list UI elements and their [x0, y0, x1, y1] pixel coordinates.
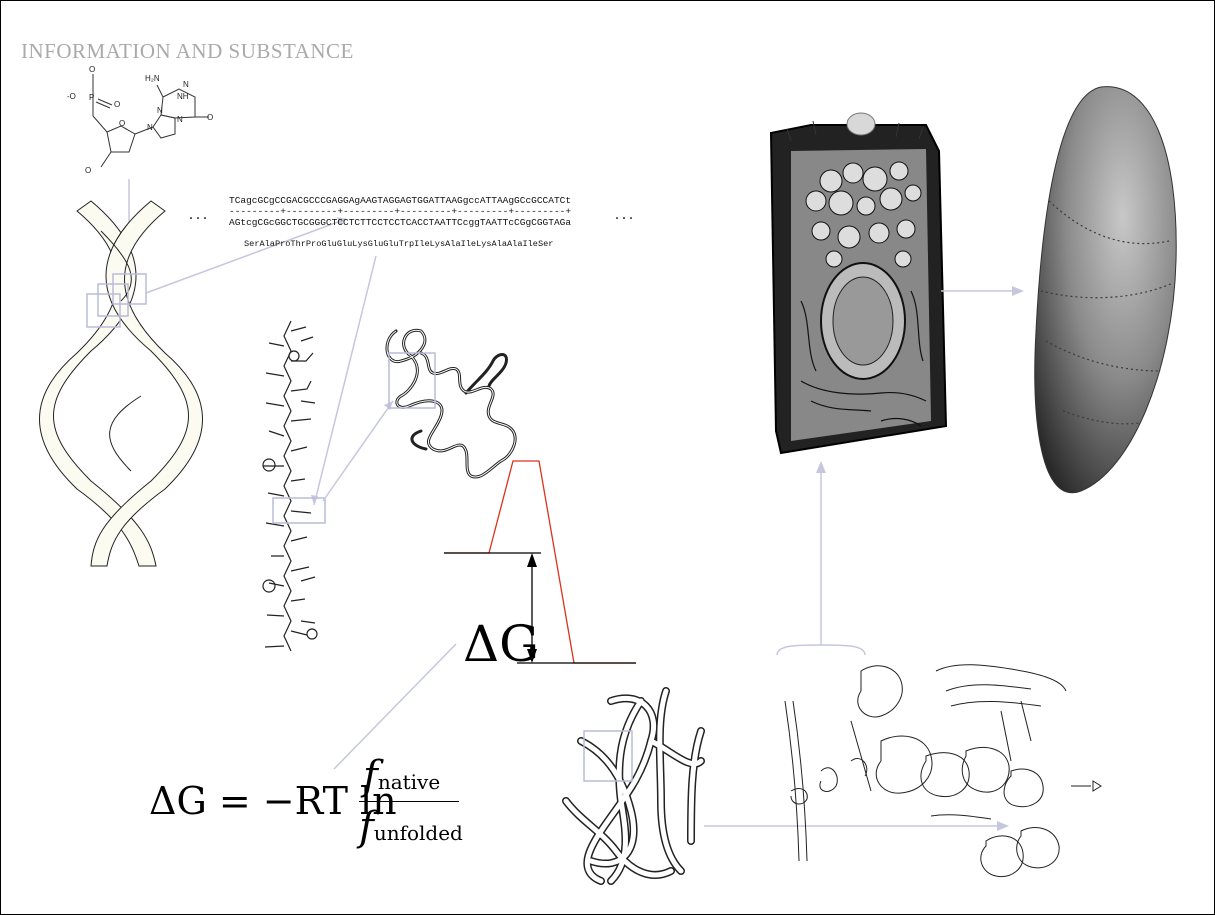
- numerator-subscript: native: [378, 770, 440, 794]
- delta-g-label: ΔG: [463, 615, 539, 673]
- sequence-ellipsis-left: ...: [189, 206, 210, 224]
- h2n-label: H₂N: [145, 74, 160, 83]
- protein-sequence: SerAlaProThrProGluGluLysGluGluTrpIleLysA…: [244, 239, 553, 249]
- o-ring-label: O: [119, 119, 125, 128]
- arrowhead-ribosome: [997, 821, 1009, 831]
- sequence-ruler: ---------+---------+---------+---------+…: [229, 206, 571, 217]
- dna-helix: [40, 201, 203, 566]
- n-label-2: N: [147, 123, 153, 132]
- n-label-3: N: [177, 115, 183, 124]
- nucleotide-structure: [93, 74, 209, 167]
- cell-cutaway: [771, 113, 946, 453]
- connector-peptide-coil: [323, 401, 393, 501]
- n-label-4: N: [157, 106, 163, 115]
- nucleotide-labels: O -O P O O O H₂N NH N N N N O: [67, 65, 213, 175]
- sequence-bottom-strand: AGtcgCGcGGCTGCGGGCTCCTCTTCCTCCTCACCTAATT…: [229, 217, 571, 228]
- numerator-f: f: [363, 753, 378, 799]
- connector-equation-energy: [334, 644, 456, 769]
- o-bottom-label: O: [85, 166, 91, 175]
- arrowhead-peptide: [311, 495, 318, 505]
- free-energy-equation: ΔG = −RT ln fnative funfolded: [149, 779, 397, 823]
- arrowhead-cell: [816, 461, 826, 473]
- connector-helix-sequence: [146, 219, 346, 293]
- peptide-highlight-box: [273, 498, 325, 523]
- o-keto-label: O: [207, 113, 213, 122]
- fraction-bar: [359, 801, 459, 802]
- arrowhead-embryo: [1012, 286, 1024, 296]
- ribosome-panel: [785, 665, 1101, 877]
- bracket-ribosome: [777, 645, 865, 655]
- o-left-label: -O: [67, 92, 76, 101]
- embryo: [1035, 87, 1176, 493]
- sequence-top-strand: TCagcGCgCCGACGCCCGAGGAgAAGTAGGAGTGGATTAA…: [229, 195, 571, 206]
- sequence-ellipsis-right: ...: [615, 206, 636, 224]
- o-top-label: O: [89, 65, 95, 74]
- denominator-subscript: unfolded: [374, 821, 463, 845]
- o-right-label: O: [114, 100, 120, 109]
- connector-sequence-peptide: [314, 256, 376, 505]
- n-label-1: N: [183, 80, 189, 89]
- peptide-chain: [263, 321, 317, 651]
- p-label: P: [89, 93, 94, 102]
- delta-g-arrowhead-up: [527, 553, 537, 567]
- denominator-f: f: [359, 804, 374, 850]
- nh-label: NH: [177, 92, 189, 101]
- equation-fraction: fnative funfolded: [359, 753, 463, 850]
